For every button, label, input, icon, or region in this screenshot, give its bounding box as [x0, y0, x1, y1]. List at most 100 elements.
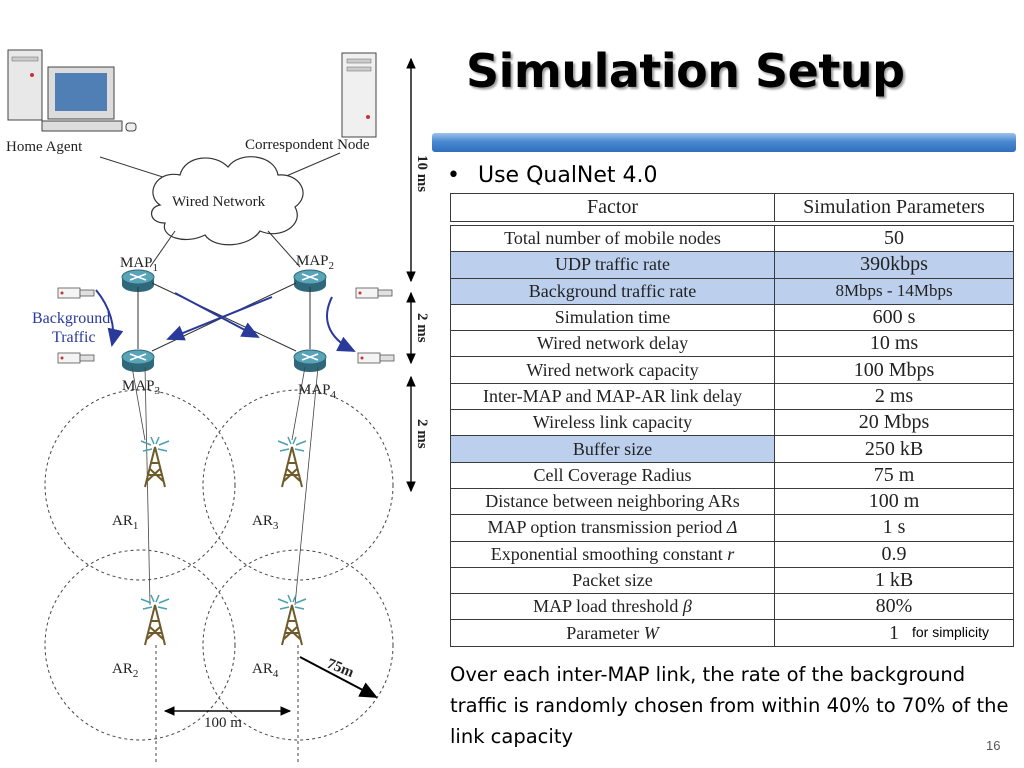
bullet-text: Use QualNet 4.0: [477, 163, 658, 188]
factor-cell: Wired network capacity: [450, 356, 775, 384]
factor-cell: Buffer size: [450, 435, 775, 463]
factor-text: Wireless link capacity: [532, 412, 693, 433]
coverage-circle: [202, 549, 394, 741]
factor-text: MAP option transmission period: [487, 517, 723, 538]
parameter-cell: 250 kB: [774, 435, 1014, 463]
traffic-host-icon: [57, 287, 95, 299]
table-row: Inter-MAP and MAP-AR link delay 2 ms: [450, 382, 1014, 411]
page-number: 16: [986, 738, 1001, 753]
factor-text: Total number of mobile nodes: [504, 228, 721, 249]
factor-symbol: r: [727, 543, 735, 564]
factor-cell: Inter-MAP and MAP-AR link delay: [450, 382, 775, 411]
ar1-label: AR1: [112, 513, 138, 532]
table-row: Background traffic rate 8Mbps - 14Mbps: [450, 277, 1014, 305]
wired-network-label: Wired Network: [172, 194, 266, 210]
distance-label: 100 m: [204, 715, 242, 731]
ar3-label: AR3: [252, 513, 279, 532]
parameter-cell: 100 m: [774, 487, 1014, 516]
factor-text: Simulation time: [554, 307, 671, 328]
parameter-cell: 100 Mbps: [774, 356, 1014, 384]
factor-text: Parameter: [566, 622, 640, 643]
parameter-cell: 2 ms: [774, 382, 1014, 411]
factor-cell: Exponential smoothing constant r: [450, 540, 775, 568]
table-row: Simulation time 600 s: [450, 303, 1014, 332]
factor-symbol: β: [682, 596, 692, 617]
coverage-circle: [44, 549, 236, 741]
background-traffic-label: Background: [32, 310, 110, 327]
map3-router-icon: [121, 349, 155, 373]
map3-label: MAP3: [122, 378, 161, 397]
background-traffic-arrow: [95, 289, 124, 347]
home-agent-label: Home Agent: [6, 139, 83, 155]
ar4-tower-icon: [277, 594, 307, 646]
ar4-label: AR4: [252, 661, 279, 680]
map1-label: MAP1: [120, 255, 158, 274]
factor-cell: Wired network delay: [450, 330, 775, 358]
parameter-cell: 600 s: [774, 303, 1014, 332]
parameter-cell: 1 kB: [774, 566, 1014, 595]
factor-cell: MAP load threshold β: [450, 593, 775, 621]
factor-cell: UDP traffic rate: [450, 251, 775, 279]
table-header-row: Factor Simulation Parameters: [450, 193, 1014, 222]
factor-cell: Simulation time: [450, 303, 775, 332]
factor-cell: Parameter W: [450, 619, 775, 647]
map4-router-icon: [293, 349, 327, 373]
factor-text: Distance between neighboring ARs: [485, 491, 740, 512]
simplicity-note: for simplicity: [910, 624, 992, 640]
table-row: Buffer size 250 kB: [450, 435, 1014, 463]
factor-symbol: Δ: [726, 517, 738, 538]
factor-cell: Cell Coverage Radius: [450, 461, 775, 489]
factor-text: Background traffic rate: [528, 280, 697, 301]
factor-text: Wired network capacity: [526, 359, 699, 380]
delay-label-wired: 10 ms: [414, 155, 430, 192]
traffic-host-icon: [57, 352, 95, 364]
factor-cell: Total number of mobile nodes: [450, 224, 775, 253]
factor-text: MAP load threshold: [533, 596, 679, 617]
background-traffic-arrow: [166, 296, 273, 341]
ar1-tower-icon: [140, 436, 170, 488]
factor-text: Wired network delay: [536, 333, 689, 354]
traffic-host-icon: [355, 287, 393, 299]
table-row: Wired network capacity 100 Mbps: [450, 356, 1014, 384]
parameter-cell: 50: [774, 224, 1014, 253]
factor-text: Cell Coverage Radius: [533, 464, 692, 485]
parameter-cell: 80%: [774, 593, 1014, 621]
bullet-item: • Use QualNet 4.0: [447, 163, 658, 188]
ar3-tower-icon: [277, 436, 307, 488]
background-traffic-arrow: [326, 296, 356, 352]
bullet-marker: •: [447, 163, 460, 188]
delay-label-map: 2 ms: [414, 313, 430, 343]
traffic-host-icon: [357, 352, 395, 364]
parameter-cell: 1 s: [774, 514, 1014, 542]
parameter-cell: 8Mbps - 14Mbps: [774, 277, 1014, 305]
title-accent-bar: [432, 133, 1016, 152]
table-row: Total number of mobile nodes 50: [450, 224, 1014, 253]
table-row: Wireless link capacity 20 Mbps: [450, 409, 1014, 437]
factor-cell: MAP option transmission period Δ: [450, 514, 775, 542]
ar2-label: AR2: [112, 661, 138, 680]
ar2-tower-icon: [140, 594, 170, 646]
wired-network-cloud: [151, 156, 304, 246]
factor-cell: Distance between neighboring ARs: [450, 487, 775, 516]
factor-text: Inter-MAP and MAP-AR link delay: [483, 385, 742, 406]
table-row: Distance between neighboring ARs 100 m: [450, 487, 1014, 516]
factor-cell: Background traffic rate: [450, 277, 775, 305]
delay-label-ar: 2 ms: [414, 419, 430, 449]
map4-label: MAP4: [298, 382, 337, 401]
network-topology-diagram: Home Agent Correspondent Node Wired Netw…: [6, 49, 430, 763]
background-traffic-description: Over each inter-MAP link, the rate of th…: [450, 663, 1009, 748]
parameter-cell: 20 Mbps: [774, 409, 1014, 437]
home-agent-computer-icon: [7, 49, 137, 132]
header-parameters: Simulation Parameters: [774, 193, 1014, 222]
simulation-parameters-table: Factor Simulation Parameters Total numbe…: [450, 193, 1014, 647]
factor-cell: Packet size: [450, 566, 775, 595]
factor-text: Buffer size: [572, 438, 653, 459]
background-traffic-arrow: [174, 292, 260, 338]
factor-cell: Wireless link capacity: [450, 409, 775, 437]
factor-text: Exponential smoothing constant: [490, 543, 723, 564]
